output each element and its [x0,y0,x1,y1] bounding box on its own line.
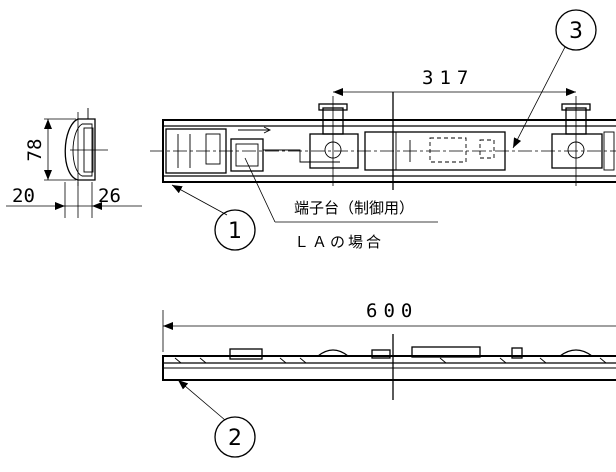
terminal-note: 端子台（制御用） [294,199,414,217]
la-note: ＬＡの場合 [294,233,384,251]
rear-dimension-label: 26 [98,185,121,207]
bottom-part-1 [229,348,263,360]
balloon-3-label: 3 [569,19,583,44]
bottom-part-4 [411,346,481,358]
balloon-3: 3 [512,9,597,149]
terminal-wires [238,126,340,163]
top-left-terminal [205,133,221,165]
spacing-dimension-label: 317 [422,67,474,89]
left-socket-base [309,133,359,169]
top-view: 317 端子台（制御用） ＬＡの場合 [150,67,616,251]
balloon-2-leader [177,379,226,421]
balloon-1: 1 [171,184,256,251]
balloon-3-circle [555,9,597,51]
bottom-part-2 [317,349,349,357]
terminal-block [230,138,264,172]
balloon-1-label: 1 [228,219,242,244]
bottom-hatching [174,357,607,364]
balloon-1-leader [171,184,228,216]
bottom-part-5 [511,347,523,359]
bottom-part-6 [559,349,593,357]
balloon-3-leader [512,46,566,149]
right-end-detail [603,131,615,171]
ballast-dashed-box-2 [479,139,495,159]
bottom-view: 600 [162,300,616,400]
front-dimension-label: 20 [12,185,35,207]
balloon-1-circle [214,209,256,251]
balloon-2-label: 2 [228,426,242,451]
side-profile-outline [64,118,96,181]
height-dimension-label: 78 [24,139,46,162]
length-dimension-label: 600 [366,300,418,322]
right-socket-base [551,133,603,169]
balloon-2-circle [214,416,256,458]
balloon-2: 2 [177,379,256,458]
ballast-dashed-box [429,137,467,163]
top-left-endcap [165,128,227,174]
terminal-note-leader [244,157,276,223]
ballast-unit [364,131,506,171]
terminal-block-inner [235,143,259,167]
bottom-part-3 [371,349,391,359]
side-view: 78 20 26 [6,108,142,218]
